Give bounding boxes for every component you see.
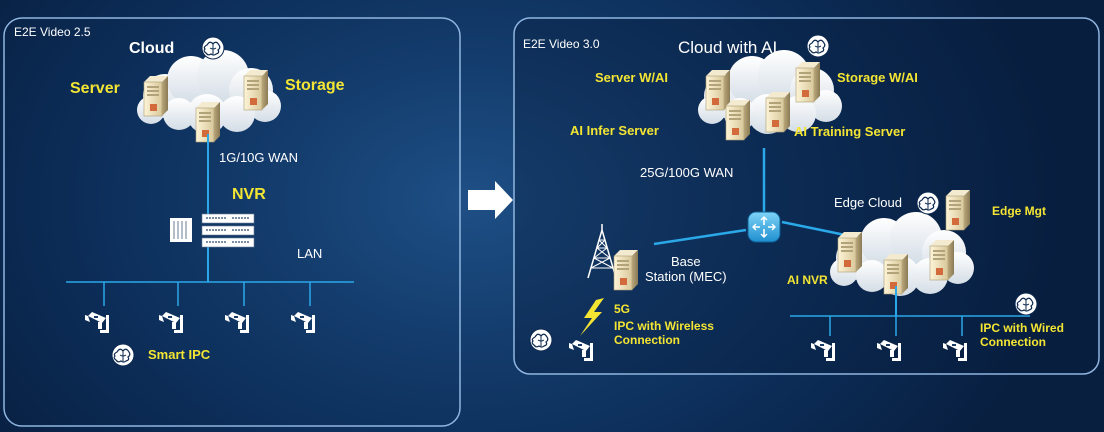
- camera-icon: [159, 312, 183, 333]
- server-icon: [143, 75, 169, 117]
- camera-icon: [85, 312, 109, 333]
- arrow-right-icon: [468, 181, 513, 219]
- ai-infer-label: AI Infer Server: [570, 123, 659, 138]
- server-icon: [765, 91, 791, 133]
- left-panel-title: E2E Video 2.5: [14, 25, 91, 39]
- server-icon: [725, 99, 751, 141]
- left-panel-border: [3, 17, 461, 427]
- ipc-wired-label: IPC with Wired Connection: [980, 321, 1064, 349]
- right-wan-label: 25G/100G WAN: [640, 165, 734, 180]
- right-panel-title: E2E Video 3.0: [523, 37, 600, 51]
- server-icon: [705, 69, 731, 111]
- left-storage-label: Storage: [285, 77, 345, 94]
- brain-icon: [111, 343, 135, 367]
- nvr-icon: [170, 213, 255, 248]
- nvr-label: NVR: [232, 186, 266, 203]
- camera-icon: [291, 312, 315, 333]
- ai-nvr-label: AI NVR: [787, 273, 828, 287]
- ai-storage-label: Storage W/AI: [837, 70, 918, 85]
- ai-training-label: AI Training Server: [794, 124, 906, 139]
- brain-icon: [1014, 292, 1038, 316]
- router-to-edge-link: [781, 220, 851, 238]
- edge-cloud-label: Edge Cloud: [834, 195, 902, 210]
- server-icon: [945, 189, 971, 231]
- lightning-icon: [580, 298, 604, 336]
- server-icon: [243, 69, 269, 111]
- server-icon: [795, 61, 821, 103]
- camera-icon: [225, 312, 249, 333]
- left-server-label: Server: [70, 80, 120, 97]
- brain-icon: [529, 328, 553, 352]
- fiveg-label: 5G: [614, 302, 631, 316]
- left-cloud-label: Cloud: [129, 40, 175, 57]
- lan-label: LAN: [297, 246, 323, 261]
- smart-ipc-label: Smart IPC: [148, 347, 211, 362]
- base-station-label: Base Station (MEC): [645, 254, 727, 284]
- router-to-base-link: [653, 228, 747, 246]
- server-icon: [613, 249, 639, 291]
- ai-server-label: Server W/AI: [595, 70, 668, 85]
- edge-mgt-label: Edge Mgt: [992, 204, 1046, 218]
- server-icon: [929, 239, 955, 281]
- ai-cloud-label: Cloud with AI: [678, 38, 778, 57]
- server-icon: [837, 231, 863, 273]
- router-icon: [747, 211, 781, 243]
- brain-icon: [806, 34, 830, 58]
- left-wan-label: 1G/10G WAN: [219, 150, 298, 165]
- brain-icon: [916, 191, 940, 215]
- ipc-wireless-label: IPC with Wireless Connection: [614, 319, 714, 347]
- right-panel-border: [513, 17, 1100, 375]
- brain-icon: [201, 36, 225, 60]
